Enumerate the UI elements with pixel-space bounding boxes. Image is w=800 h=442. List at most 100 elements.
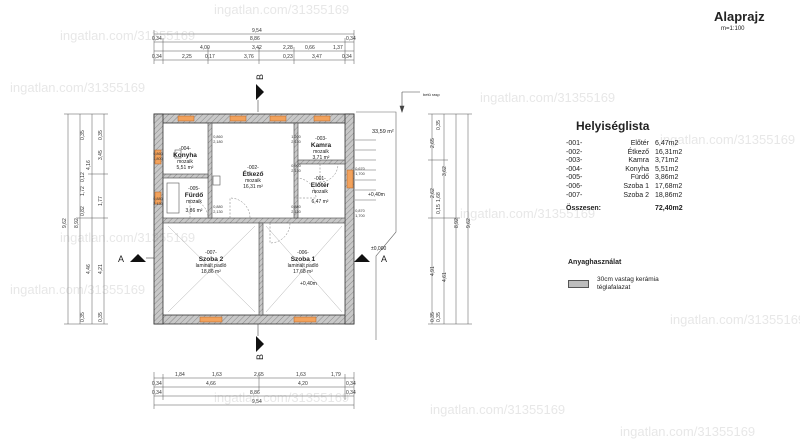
room-name: Étkező [627,148,649,156]
total-value: 72,40m2 [655,205,683,213]
svg-text:17,68 m²: 17,68 m² [293,269,313,275]
svg-text:5,51 m²: 5,51 m² [177,165,194,171]
svg-text:Szoba 2: Szoba 2 [199,256,224,263]
room-number: -006- [566,182,583,190]
materials-title: Anyaghasználat [568,259,622,266]
dim-bottom-11: 0,34 [346,390,356,396]
room-etkezo-label: -002- Étkező mozaik 16,31 m² [243,165,264,190]
bathroom-fixtures [166,149,221,214]
svg-text:mozaik: mozaik [312,189,328,195]
section-marker-a-left [130,254,154,262]
svg-text:mozaik: mozaik [245,178,261,184]
dim-left-5: 3,45 [98,150,104,160]
dim-top-13: 0,23 [283,54,293,60]
watermark: ingatlan.com/31355169 [480,90,616,105]
dim-bottom-2: 2,65 [254,372,264,378]
room-list-row: -006- Szoba 1 17,68m2 [566,183,695,192]
dim-left-8: 0,35 [98,312,104,322]
room-name: Konyha [625,165,649,173]
dim-top-0: 9,54 [252,28,262,34]
dim-bottom-0: 1,84 [175,372,185,378]
dimension-lines-bottom [153,372,355,409]
room-furdo-label: -005- Fürdő mozaik 3,86 m² [185,186,203,214]
dim-top-4: 4,00 [200,45,210,51]
svg-text:18,86 m²: 18,86 m² [201,269,221,275]
room-area: 5,51m2 [655,165,679,173]
svg-text:0,880: 0,880 [291,205,301,209]
svg-text:3,86 m²: 3,86 m² [186,208,203,214]
section-marker-b-bottom [256,324,264,352]
dim-right-8: 0,35 [436,120,442,130]
dim-right-1: 8,92 [454,218,460,228]
svg-text:0,870: 0,870 [355,209,365,213]
svg-text:2,130: 2,130 [153,202,163,206]
svg-text:laminált padló: laminált padló [196,263,227,269]
room-area: 3,71m2 [655,157,679,165]
room-number: -003- [566,157,583,165]
room-name: Szoba 2 [623,191,649,199]
room-list-row: -001- Előtér 6,47m2 [566,140,695,149]
dim-bottom-4: 1,79 [331,372,341,378]
windows [154,115,354,323]
svg-text:0,860: 0,860 [213,135,223,139]
dim-right-7: 0,35 [430,312,436,322]
svg-text:-004-: -004- [179,146,191,152]
material-swatch [568,280,589,288]
drawing-title: Alaprajz [714,9,765,24]
dim-top-2: 8,86 [250,36,260,42]
room-list-row: -003- Kamra 3,71m2 [566,157,695,166]
dim-left-4: 0,35 [98,130,104,140]
room-list-row: -002- Étkező 16,31m2 [566,149,695,158]
interior-walls [162,122,346,316]
section-label-a-left: A [118,254,124,264]
dim-right-6: 4,91 [430,266,436,276]
svg-text:1,800: 1,800 [153,157,163,161]
room-number: -002- [566,148,583,156]
material-label: 30cm vastag kerámia téglafalazat [597,276,659,291]
watermark: ingatlan.com/31355169 [10,282,146,297]
dim-top-8: 1,37 [333,45,343,51]
room-list-row: -004- Konyha 5,51m2 [566,166,695,175]
dim-right-2: 3,62 [442,166,448,176]
stairs-label: betü rasp [423,92,440,97]
dim-top-11: 0,17 [205,54,215,60]
dim-top-7: 0,66 [305,45,315,51]
svg-text:-006-: -006- [297,250,309,256]
svg-text:0,880: 0,880 [153,197,163,201]
svg-text:6,47 m²: 6,47 m² [312,199,329,205]
svg-text:2,130: 2,130 [291,169,301,173]
svg-text:2,180: 2,180 [213,140,223,144]
section-label-a-right: A [381,254,387,264]
svg-text:mozaik: mozaik [313,149,329,155]
svg-text:mozaik: mozaik [186,199,202,205]
room-eloter-label: -001- Előtér mozaik 6,47 m² [311,176,330,205]
room-szoba1-label: -006- Szoba 1 laminált padló 17,68 m² [288,250,319,275]
dim-left-13: 0,35 [80,312,86,322]
section-label-b-top: B [255,74,265,80]
room-number: -005- [566,174,583,182]
watermark: ingatlan.com/31355169 [60,230,196,245]
svg-text:-003-: -003- [315,136,327,142]
dim-top-5: 3,42 [252,45,262,51]
svg-text:1,700: 1,700 [355,172,365,176]
dim-left-7: 4,21 [98,264,104,274]
room-number: -004- [566,165,583,173]
room-name: Fürdő [630,174,649,182]
svg-text:Előtér: Előtér [311,182,330,189]
svg-text:-002-: -002- [247,165,259,171]
svg-text:-005-: -005- [188,186,200,192]
dim-right-11: 0,35 [436,312,442,322]
svg-text:2,130: 2,130 [291,140,301,144]
dim-bottom-5: 0,34 [152,381,162,387]
level-room: +0,40m [300,281,317,287]
dim-right-4: 2,65 [430,138,436,148]
room-number: -007- [566,191,583,199]
room-name: Szoba 1 [623,182,649,190]
guide-lines [167,225,343,313]
watermark: ingatlan.com/31355169 [660,132,796,147]
dim-top-14: 3,47 [312,54,322,60]
